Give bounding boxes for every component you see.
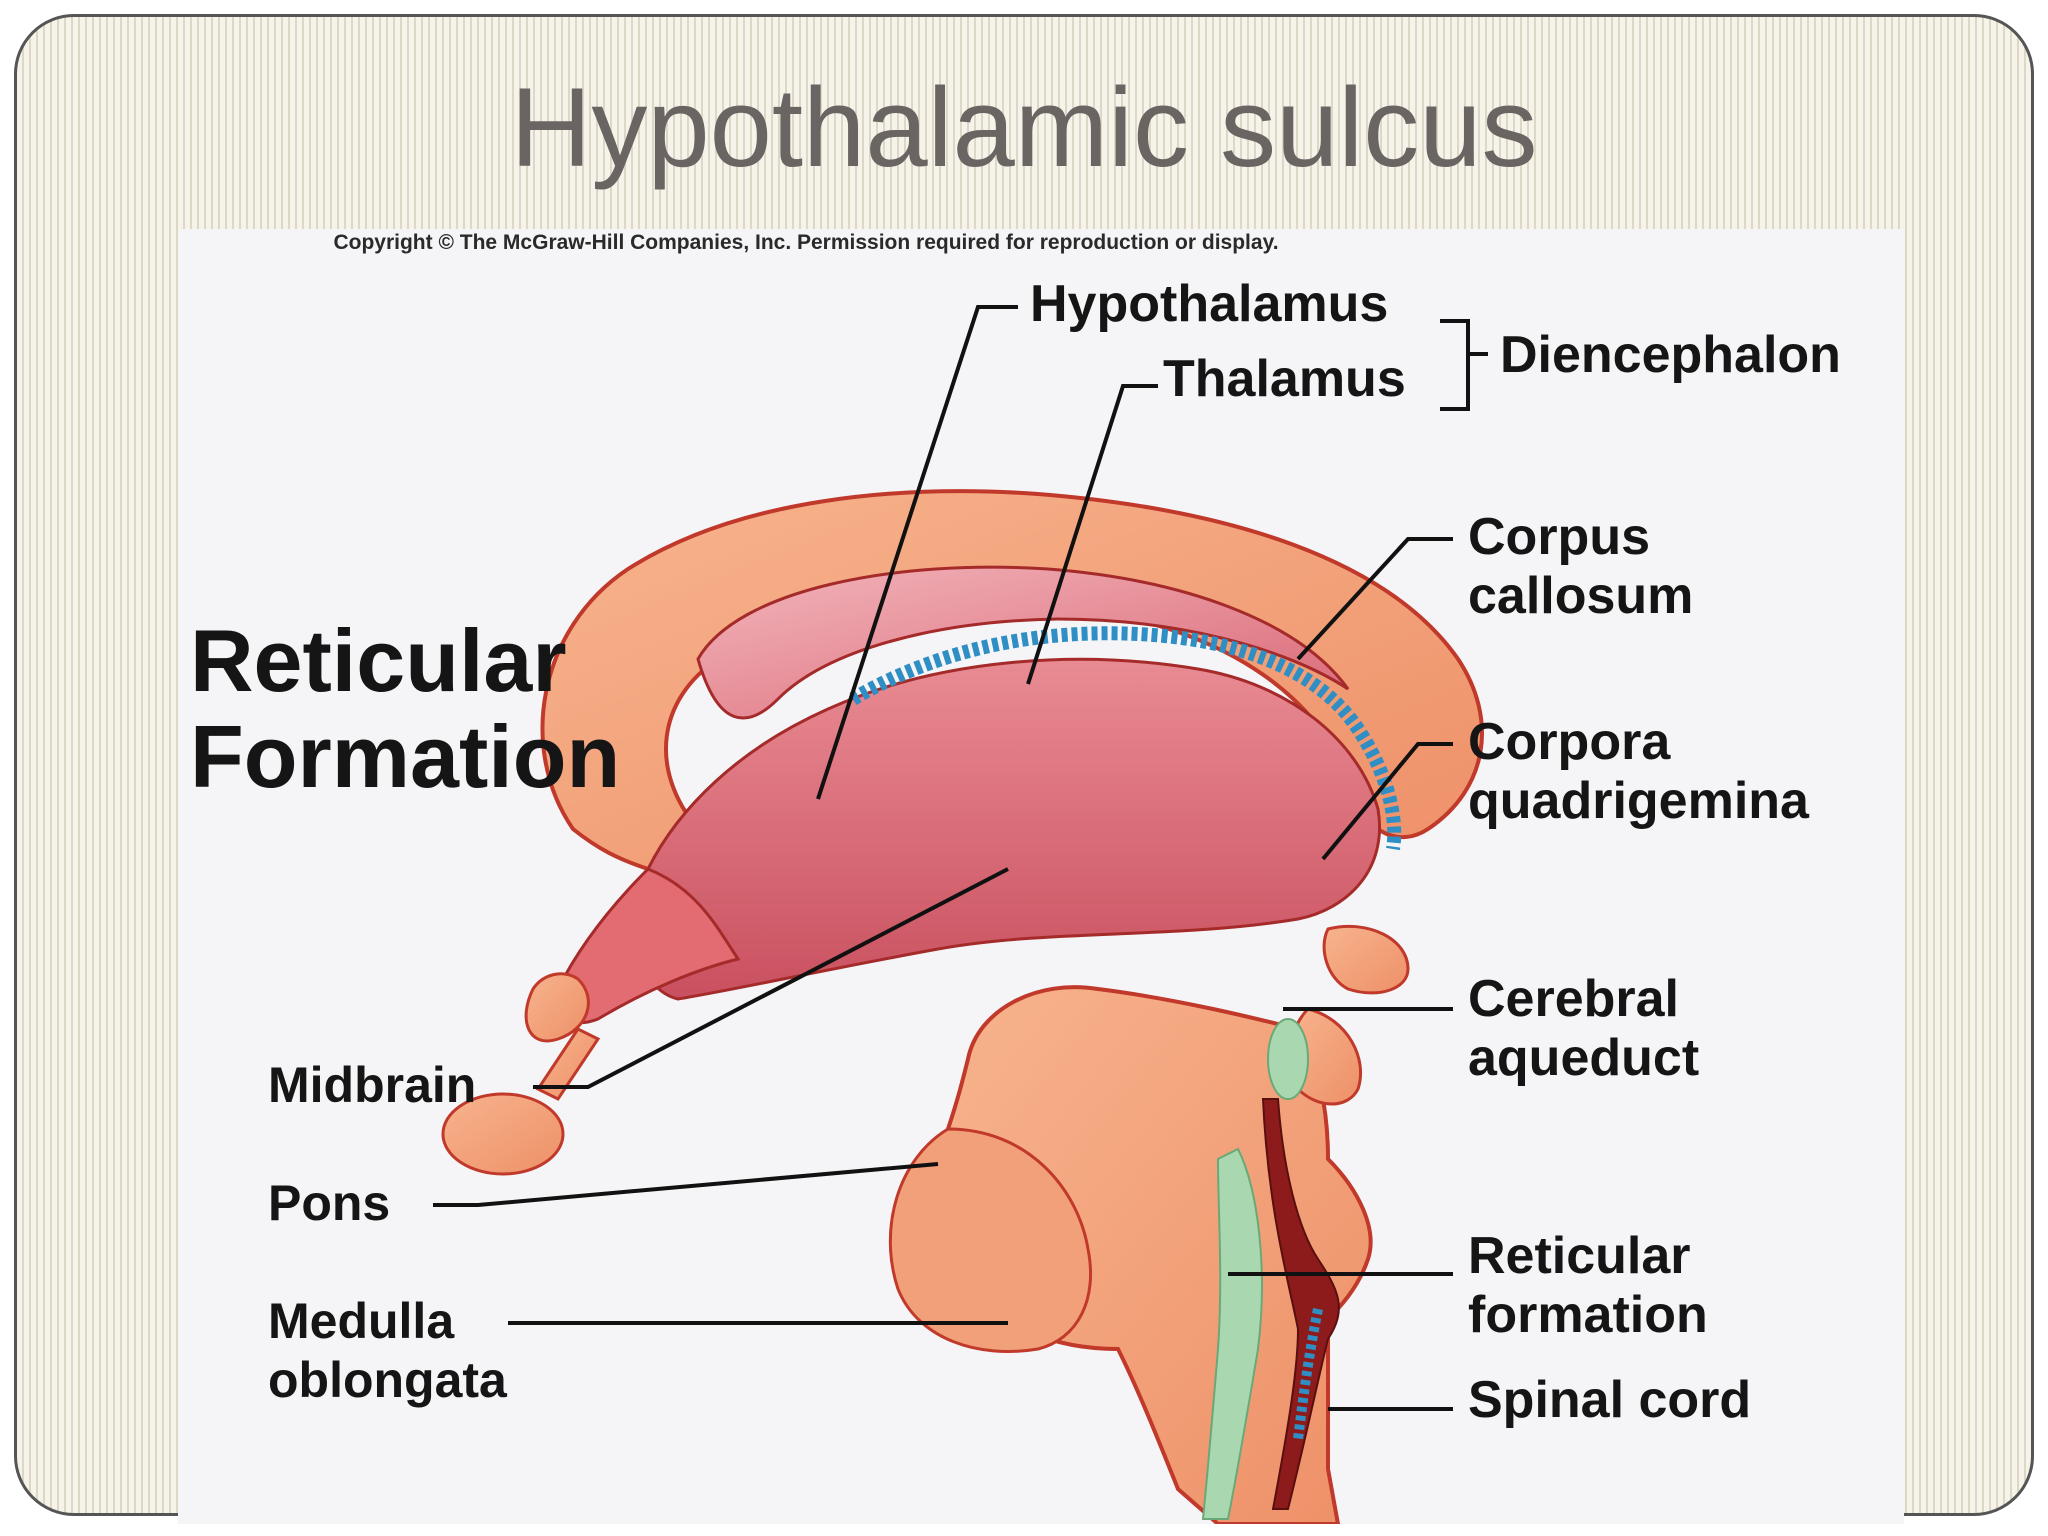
label-callosum: callosum [1468,567,1693,625]
pituitary-stalk-shape [535,1027,601,1101]
copyright-notice: Copyright © The McGraw-Hill Companies, I… [333,231,1278,254]
brain-diagram: Copyright © The McGraw-Hill Companies, I… [178,229,1904,1524]
cerebral-aqueduct-shape [1261,1098,1340,1510]
thalamus-shape [634,657,1381,1001]
diencephalon-bracket [1440,319,1488,411]
quadrigemina-green-shape [1267,1018,1309,1100]
label-corpus: Corpus [1468,508,1650,566]
heading-reticular: Reticular [190,611,567,710]
leader-corpora-quadrigemina [1321,742,1453,861]
leader-pons [433,1162,939,1207]
label-pons: Pons [268,1175,390,1231]
leader-thalamus [1026,384,1158,685]
pineal-shape [1322,924,1410,995]
label-reticular: Reticular [1468,1227,1691,1285]
corpus-callosum-shape [540,489,1484,874]
leader-hypothalamus [816,305,1018,800]
label-aqueduct: aqueduct [1468,1029,1699,1087]
brain-illustration: Copyright © The McGraw-Hill Companies, I… [190,231,1841,1524]
label-diencephalon: Diencephalon [1500,326,1841,384]
label-corpora: Corpora [1468,713,1671,771]
fourth-ventricle-blue-shape [1293,1308,1323,1440]
label-medulla: Medulla [268,1293,455,1349]
optic-chiasm-shape [524,972,590,1043]
heading-formation: Formation [190,707,620,806]
label-thalamus: Thalamus [1163,350,1406,408]
hypothalamus-shape [554,867,741,1025]
lateral-ventricle-shape [696,565,1350,720]
leader-midbrain [533,867,1009,1089]
pons-shape [888,1127,1093,1353]
label-hypothalamus: Hypothalamus [1030,275,1388,333]
label-midbrain: Midbrain [268,1057,476,1113]
slide-title: Hypothalamic sulcus [510,65,1538,190]
label-formation: formation [1468,1286,1708,1344]
label-quadrigemina: quadrigemina [1468,772,1810,830]
pituitary-shape [441,1092,565,1176]
label-cerebral: Cerebral [1468,970,1679,1028]
label-spinal-cord: Spinal cord [1468,1371,1751,1429]
label-oblongata: oblongata [268,1352,508,1408]
leader-corpus-callosum [1296,537,1453,661]
